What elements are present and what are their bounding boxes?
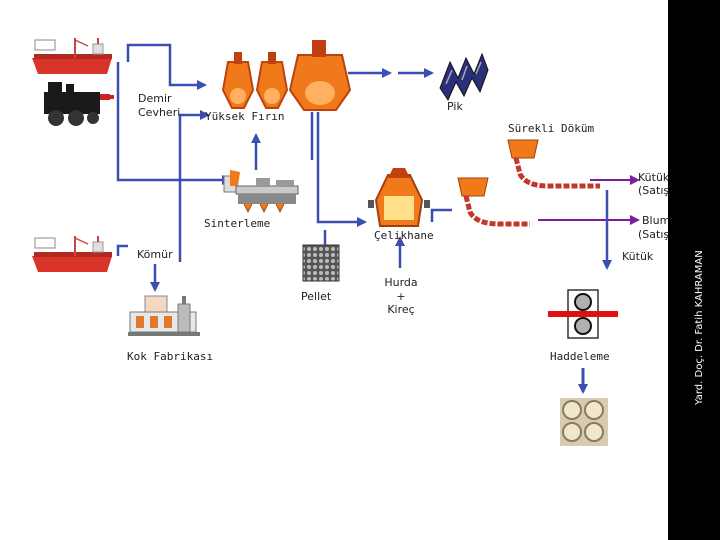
blast-furnace-icon (221, 40, 352, 111)
label-kutuk-satis-2: (Satış) (638, 184, 674, 197)
furnace-to-celikhane-arrow (316, 112, 367, 227)
ore-to-furnace-arrow (126, 43, 207, 90)
label-kok-fabrikasi: Kok Fabrikası (127, 350, 214, 363)
label-haddeleme: Haddeleme (550, 350, 610, 363)
rolling-mill-icon (548, 289, 618, 339)
converter-icon (368, 168, 430, 227)
label-cevheri: Cevheri (138, 106, 181, 119)
ship-icon-bottom (32, 236, 112, 272)
label-demir: Demir (138, 92, 172, 105)
author-sidebar (668, 0, 720, 540)
label-kutuk-satis-1: Kütük (638, 171, 670, 184)
author-credit: Yard. Doç. Dr. Fatih KAHRAMAN (694, 250, 705, 405)
ship-icon-top (32, 38, 112, 74)
coke-plant-icon (128, 295, 200, 336)
label-pik: Pik (447, 100, 463, 113)
kok-to-furnace-arrow (178, 110, 210, 262)
label-celikhane: Çelikhane (374, 229, 434, 242)
label-blum-1: Blum (642, 214, 671, 227)
label-hurda: Hurda (384, 276, 418, 289)
label-kirec: Kireç (387, 303, 415, 316)
pellet-icon (302, 244, 340, 282)
label-blum-2: (Satış) (638, 228, 674, 241)
locomotive-icon (44, 82, 114, 126)
ore-to-sinter-arrow (116, 62, 232, 185)
pig-iron-icon (439, 52, 489, 102)
label-kutuk: Kütük (622, 250, 654, 263)
label-plus: + (396, 290, 406, 303)
sinter-plant-icon (223, 170, 299, 214)
label-komur: Kömür (137, 248, 173, 261)
label-yuksek-firin: Yüksek Fırın (205, 110, 285, 123)
continuous-caster-icon (457, 139, 600, 227)
label-sinterleme: Sinterleme (204, 217, 271, 230)
label-pellet: Pellet (301, 290, 332, 303)
pipes-icon (560, 398, 608, 446)
label-surekli-dokum: Sürekli Döküm (508, 122, 595, 135)
